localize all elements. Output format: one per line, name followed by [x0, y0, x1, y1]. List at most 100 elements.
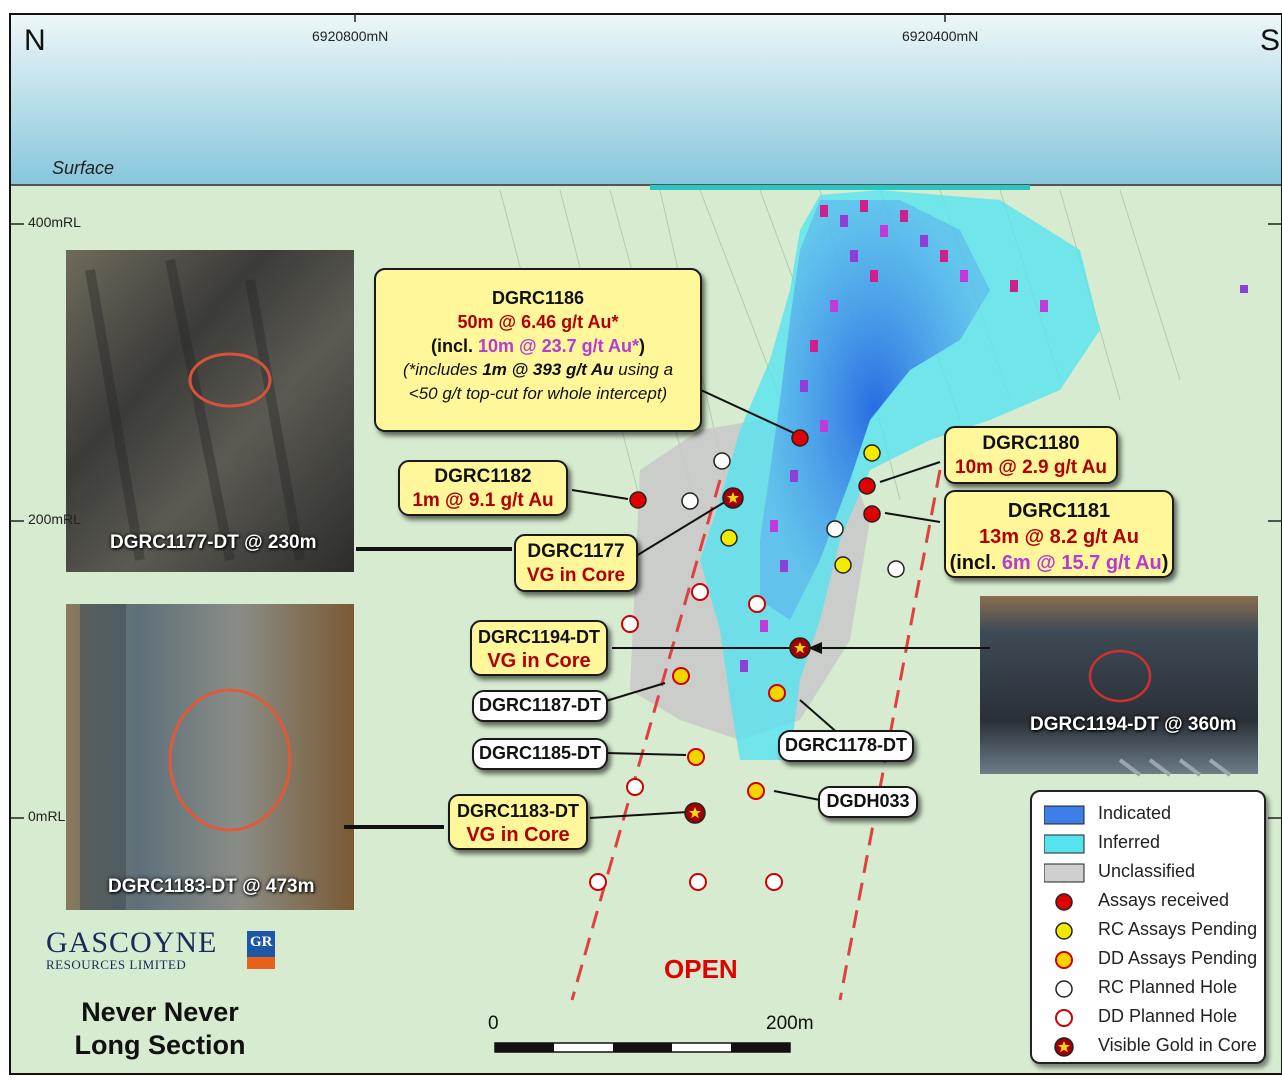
hole-markers — [629, 429, 905, 578]
legend-item-assays-received: Assays received — [1032, 887, 1262, 916]
leader-lines — [571, 384, 941, 819]
legend-item-rc-pending: RC Assays Pending — [1032, 916, 1262, 945]
axis-ticks — [10, 14, 1282, 819]
legend: Indicated Inferred Unclassified Assays r… — [1030, 790, 1266, 1064]
dd-planned-ring — [748, 595, 766, 613]
rc-pending-dot — [834, 556, 852, 574]
legend-item-indicated: Indicated — [1032, 800, 1262, 829]
visible-gold-star-icon — [722, 487, 744, 509]
star-dot-icon — [1054, 1037, 1074, 1057]
photo-caption-1194: DGRC1194-DT @ 360m — [1030, 714, 1237, 735]
red-ring-icon — [1055, 1009, 1073, 1027]
legend-label: Assays received — [1098, 890, 1230, 910]
callout-dgrc1180: DGRC1180 10m @ 2.9 g/t Au — [944, 426, 1118, 484]
company-logo-icon — [247, 931, 275, 969]
callout-hole-id: DGRC1180 — [982, 433, 1080, 454]
scale-end-label: 200m — [766, 1013, 814, 1034]
callout-result: 1m @ 9.1 g/t Au — [412, 490, 554, 511]
indicated-zone — [760, 200, 990, 620]
callout-result: VG in Core — [526, 565, 626, 586]
dd-pending-dot — [687, 748, 705, 766]
callout-hole-id: DGRC1183-DT — [456, 801, 580, 821]
company-name: GASCOYNE — [46, 926, 218, 959]
rc-planned-dot — [826, 520, 844, 538]
pill-dgrc1187: DGRC1187-DT — [472, 690, 608, 722]
yellow-dot-red-ring-icon — [1055, 951, 1073, 969]
arrowhead-1194 — [808, 642, 822, 654]
legend-label: RC Planned Hole — [1098, 977, 1238, 997]
legend-label: DD Planned Hole — [1098, 1006, 1238, 1026]
callout-hole-id: DGRC1181 — [1007, 500, 1111, 522]
scale-bar — [494, 1042, 791, 1053]
open-boundary-left — [570, 479, 722, 1001]
rl-label: 400mRL — [28, 214, 81, 230]
rc-pending-dot — [863, 444, 881, 462]
company-logo-letters: GR — [250, 934, 273, 950]
pill-dgdh033: DGDH033 — [818, 786, 918, 818]
dd-planned-ring — [691, 583, 709, 601]
sky-band — [10, 14, 1282, 186]
callout-hole-id: DGRC1186 — [491, 288, 585, 308]
red-dot-icon — [1055, 893, 1073, 911]
core-photo-1177 — [66, 250, 354, 572]
legend-label: Indicated — [1098, 803, 1172, 823]
legend-item-dd-planned: DD Planned Hole — [1032, 1003, 1262, 1032]
collar-strip — [650, 185, 1030, 190]
dd-pending-dot — [747, 782, 765, 800]
callout-hole-id: DGRC1194-DT — [477, 627, 601, 647]
section-title-line1: Never Never — [81, 997, 239, 1027]
callout-note-line: <50 g/t top-cut for whole intercept) — [408, 384, 668, 403]
inferred-swatch-icon — [1044, 834, 1085, 854]
rc-planned-dot — [887, 560, 905, 578]
rc-planned-dot — [681, 492, 699, 510]
dd-pending-dot — [768, 684, 786, 702]
callout-dgrc1177: DGRC1177 VG in Core — [514, 534, 638, 592]
dd-planned-ring — [689, 873, 707, 891]
legend-item-dd-pending: DD Assays Pending — [1032, 945, 1262, 974]
legend-label: Visible Gold in Core — [1098, 1035, 1257, 1055]
surface-label: Surface — [52, 158, 115, 178]
northing-label: 6920800mN — [312, 28, 389, 44]
legend-item-unclassified: Unclassified — [1032, 858, 1262, 887]
legend-label: RC Assays Pending — [1098, 919, 1258, 939]
dd-planned-ring — [621, 615, 639, 633]
callout-incl-line: (incl. 6m @ 15.7 g/t Au) — [949, 552, 1169, 574]
callout-result: 10m @ 2.9 g/t Au — [955, 457, 1107, 478]
assay-received-dot — [791, 429, 809, 447]
visible-gold-star-icon — [684, 802, 706, 824]
rl-label: 0mRL — [28, 808, 66, 824]
intercept-cluster — [740, 200, 1248, 672]
section-title: Never Never Long Section — [62, 996, 258, 1062]
yellow-dot-icon — [1055, 922, 1073, 940]
legend-item-rc-planned: RC Planned Hole — [1032, 974, 1262, 1003]
dd-planned-ring — [589, 873, 607, 891]
rl-label: 200mRL — [28, 511, 81, 527]
north-label: N — [24, 24, 46, 57]
visible-gold-markers — [684, 487, 811, 824]
callout-dgrc1194: DGRC1194-DT VG in Core — [470, 620, 608, 676]
rc-pending-dot — [720, 529, 738, 547]
unclassified-swatch-icon — [1044, 863, 1085, 883]
indicated-swatch-icon — [1044, 805, 1085, 825]
callout-dgrc1181: DGRC1181 13m @ 8.2 g/t Au (incl. 6m @ 15… — [944, 490, 1174, 578]
photo-caption-1183: DGRC1183-DT @ 473m — [108, 876, 315, 897]
callout-result: 13m @ 8.2 g/t Au — [979, 526, 1139, 548]
callout-dgrc1186: DGRC1186 50m @ 6.46 g/t Au* (incl. 10m @… — [374, 268, 702, 432]
south-label: S — [1260, 24, 1281, 57]
dd-planned-ring — [626, 778, 644, 796]
assay-received-dot — [863, 505, 881, 523]
white-dot-icon — [1055, 980, 1073, 998]
callout-hole-id: DGRC1177 — [527, 541, 625, 562]
legend-label: Inferred — [1098, 832, 1161, 852]
callout-result: VG in Core — [466, 824, 570, 846]
scale-start-label: 0 — [488, 1013, 499, 1034]
company-subtitle: RESOURCES LIMITED — [46, 957, 187, 972]
core-photo-1194 — [980, 596, 1258, 777]
northing-label: 6920400mN — [902, 28, 979, 44]
dd-planned-ring — [765, 873, 783, 891]
pill-dgrc1185: DGRC1185-DT — [472, 738, 608, 770]
photo-caption-1177: DGRC1177-DT @ 230m — [110, 532, 317, 553]
callout-dgrc1182: DGRC1182 1m @ 9.1 g/t Au — [398, 460, 568, 516]
legend-item-visible-gold: Visible Gold in Core — [1032, 1032, 1262, 1061]
